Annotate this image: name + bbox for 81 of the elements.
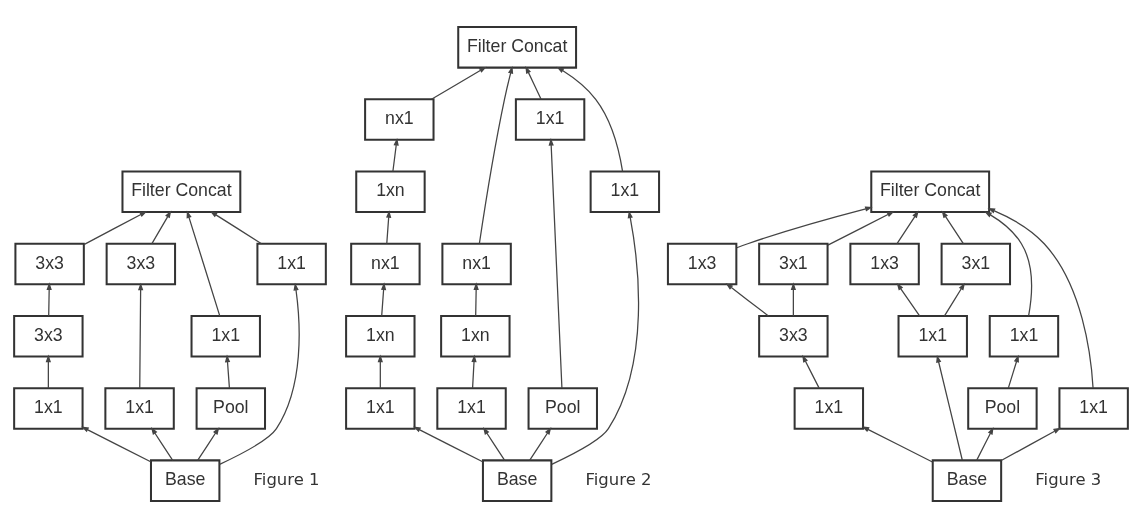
arrow: [556, 66, 624, 172]
node-box: Base: [931, 458, 1003, 502]
arrow: [984, 210, 1033, 316]
node-box: 1x1: [1058, 386, 1129, 430]
arrow: [380, 281, 387, 317]
arrow: [81, 425, 152, 462]
node-box: Base: [149, 458, 221, 502]
arrow: [137, 282, 144, 389]
arrow: [525, 65, 542, 100]
arrow: [45, 354, 52, 389]
node-box: 3x1: [758, 242, 829, 285]
node-box: 1x1: [589, 170, 661, 213]
arrow: [551, 209, 640, 465]
node-box: nx1: [441, 242, 512, 285]
arrow: [471, 354, 477, 389]
arrow: [827, 210, 895, 246]
arrow: [151, 209, 172, 244]
node-box: 1x1: [190, 314, 261, 357]
arrow: [896, 209, 919, 244]
node-box: 1x1: [514, 97, 586, 141]
node-box: Pool: [967, 386, 1038, 430]
node-box: 1x1: [256, 242, 327, 285]
node-box: Pool: [527, 386, 598, 430]
arrow: [987, 207, 1094, 389]
node-box: 1x1: [13, 386, 84, 430]
node-box: 1x1: [345, 386, 416, 430]
label: Figure 3: [1035, 469, 1102, 489]
arrow: [725, 282, 770, 317]
arrow: [790, 281, 797, 317]
node-box: Filter Concat: [457, 25, 578, 69]
node-box: 3x1: [940, 242, 1012, 285]
arrow: [941, 209, 964, 244]
arrow: [209, 210, 263, 244]
arrow: [151, 426, 174, 461]
node-box: 1x1: [436, 386, 507, 430]
node-box: nx1: [364, 97, 435, 141]
arrow: [430, 66, 487, 100]
node-box: 1x1: [988, 314, 1060, 357]
node-box: 1xn: [440, 314, 511, 357]
arrow: [386, 209, 392, 244]
node-box: Base: [481, 458, 553, 502]
node-box: 1xn: [355, 170, 426, 213]
arrow: [529, 426, 552, 461]
node-box: Pool: [195, 386, 267, 430]
node-box: 3x3: [14, 242, 85, 285]
arrow: [802, 354, 820, 389]
node-box: nx1: [350, 242, 421, 285]
arrow: [377, 354, 383, 389]
arrow: [548, 137, 563, 389]
label: Figure 1: [253, 469, 320, 489]
arrow: [478, 65, 514, 244]
arrow: [83, 210, 148, 245]
arrow: [482, 426, 506, 461]
arrow: [413, 425, 484, 462]
node-box: Filter Concat: [870, 170, 991, 213]
arrow: [736, 205, 873, 248]
node-box: 1x1: [897, 314, 968, 357]
arrow: [861, 425, 934, 463]
arrow: [473, 281, 479, 317]
node-box: 1xn: [345, 314, 416, 357]
arrow: [943, 282, 966, 317]
arrow: [936, 354, 963, 461]
node-box: 3x3: [758, 314, 829, 357]
node-box: 1x1: [104, 386, 175, 430]
arrow: [896, 282, 921, 317]
arrow: [392, 137, 399, 172]
arrow: [976, 426, 994, 461]
arrow: [186, 210, 221, 316]
label: Figure 2: [585, 469, 652, 489]
node-box: Filter Concat: [121, 170, 242, 213]
node-box: 1x1: [793, 386, 865, 430]
arrow: [1000, 427, 1061, 461]
node-box: 1x3: [666, 242, 738, 285]
node-box: 1x3: [849, 242, 920, 285]
node-box: 3x3: [13, 314, 84, 357]
arrow: [224, 354, 231, 389]
arrow: [219, 282, 300, 465]
node-box: 3x3: [105, 242, 177, 285]
arrow: [46, 281, 52, 317]
arrow: [197, 426, 220, 461]
arrow: [1007, 354, 1019, 389]
